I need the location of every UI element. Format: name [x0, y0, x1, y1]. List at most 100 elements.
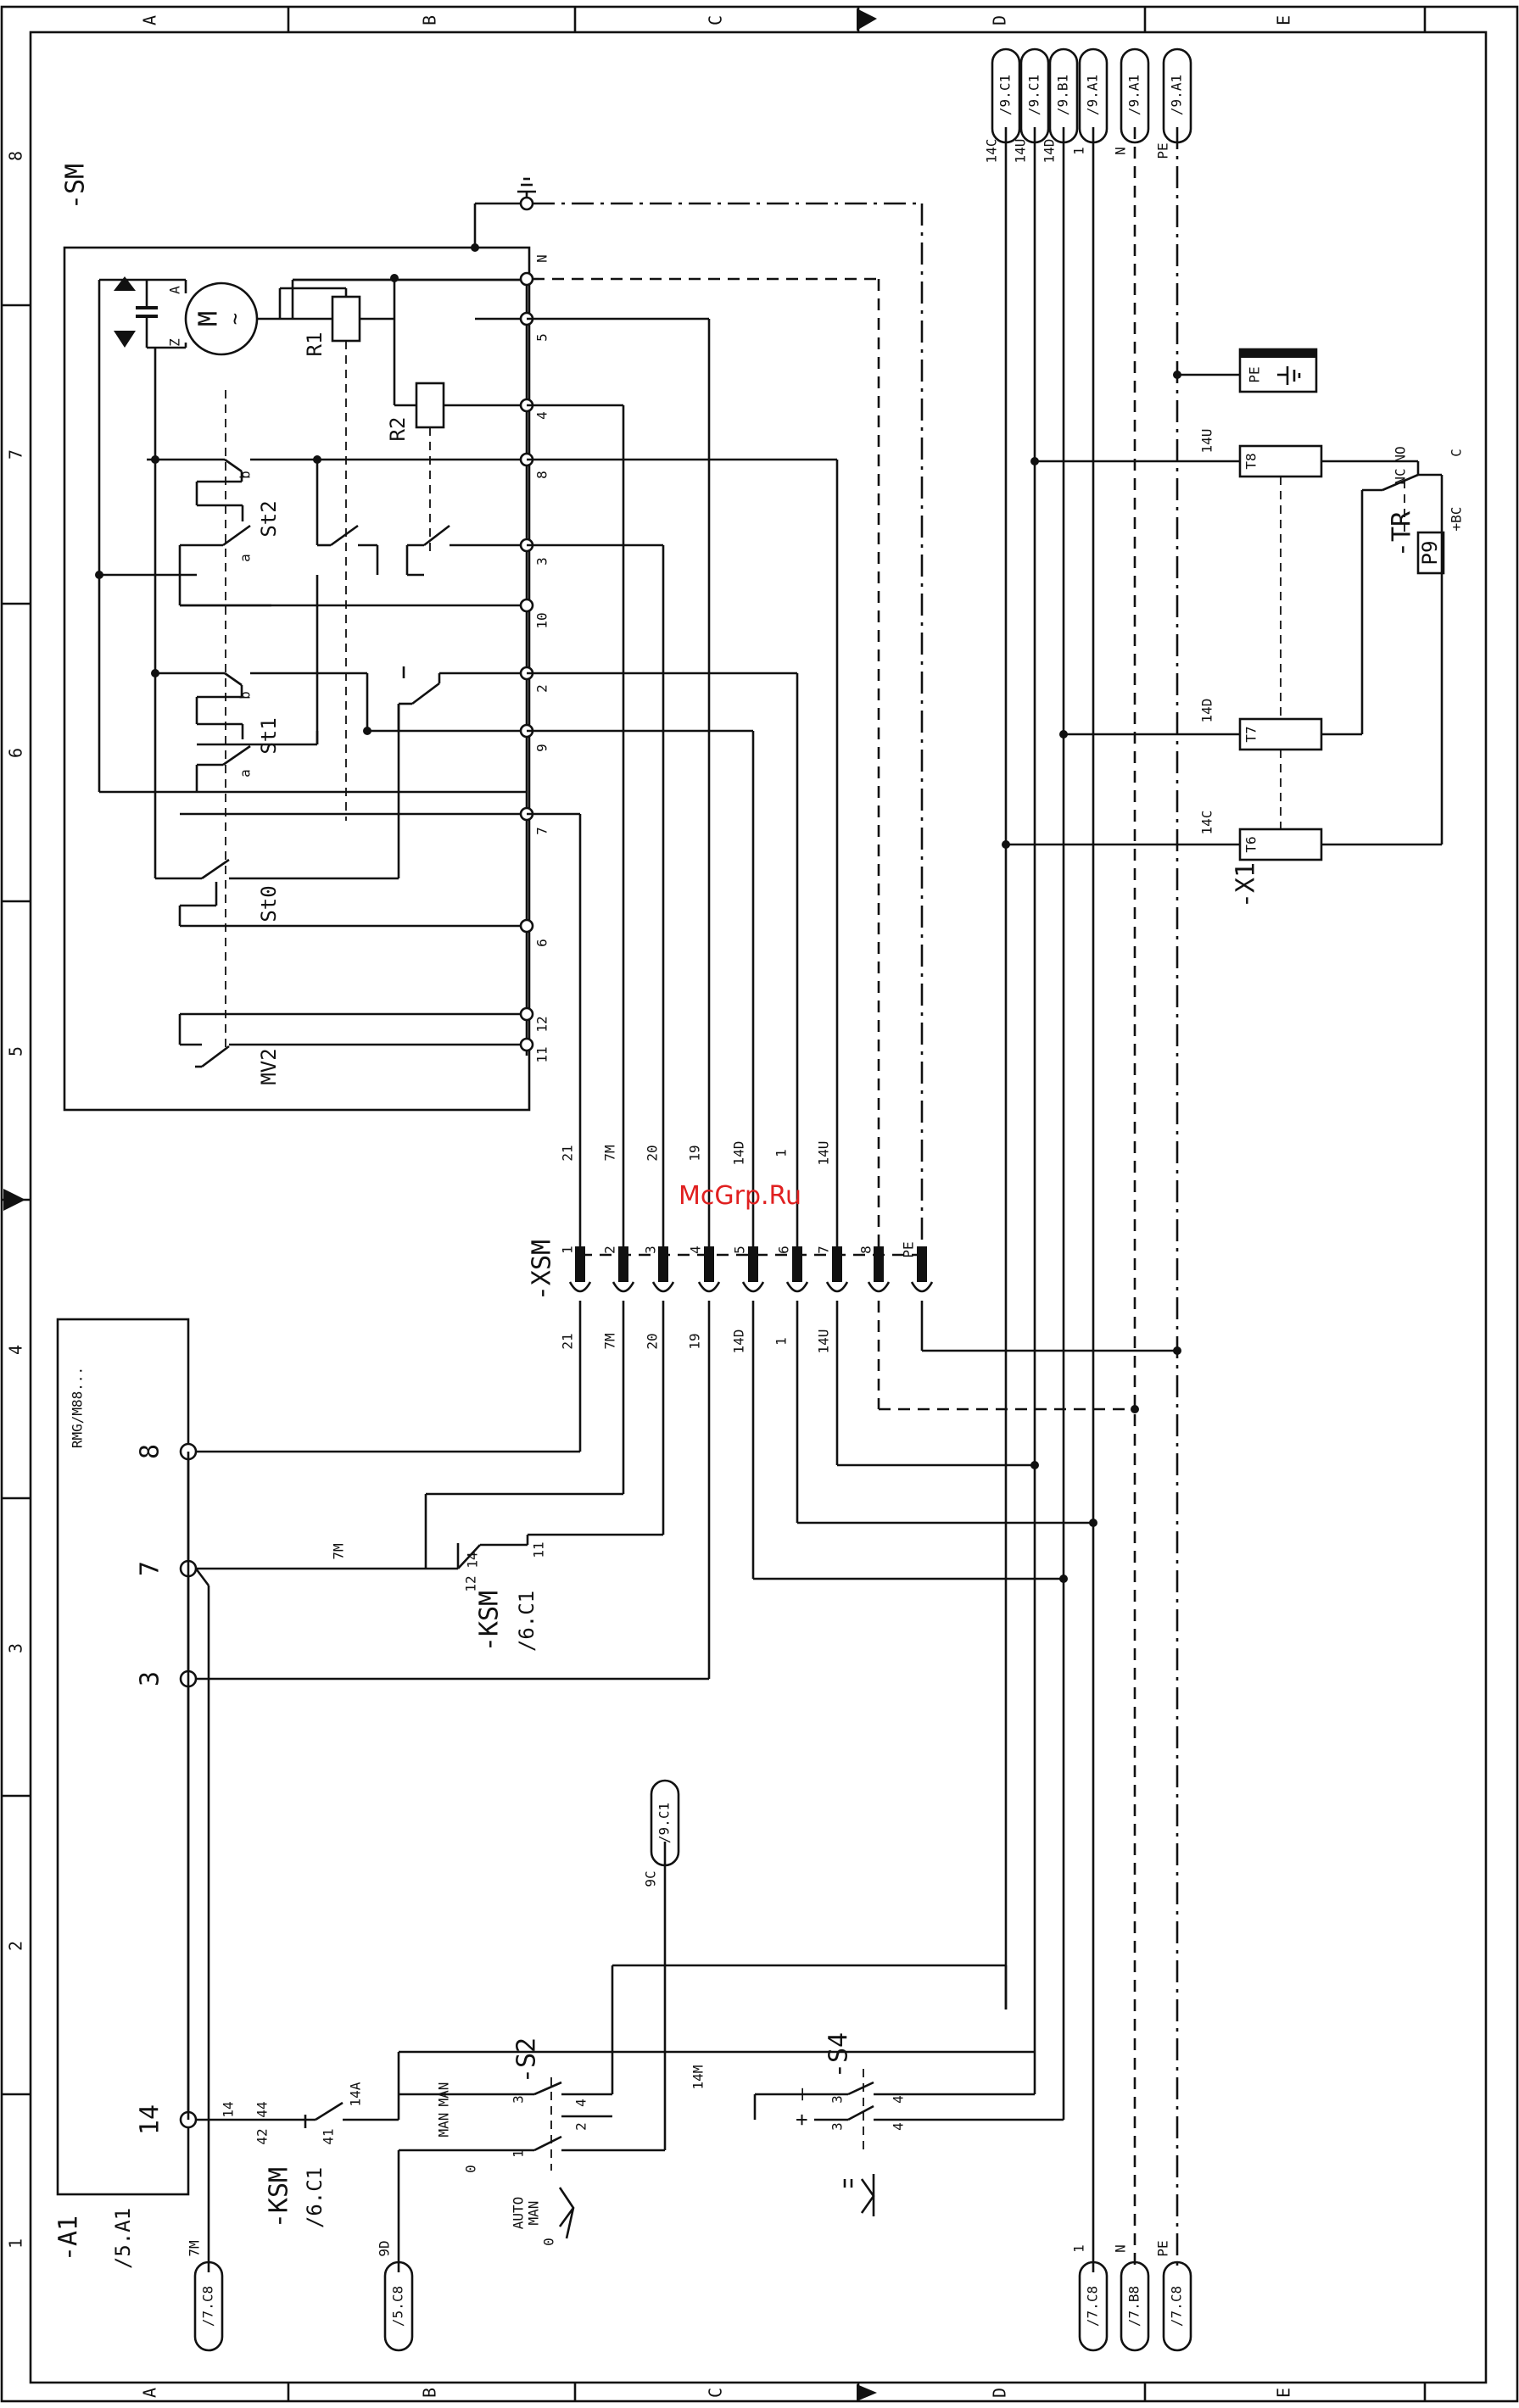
- xsm-pin[interactable]: [568, 1246, 592, 1293]
- motor-terminal-z: Z: [167, 338, 183, 347]
- s4-label: -S4: [824, 2032, 854, 2078]
- reference-tag[interactable]: [383, 2260, 414, 2352]
- s2-mode-label: 0: [541, 2238, 557, 2246]
- wire-label: 7M: [602, 1333, 618, 1349]
- s4-polarity-label: –: [790, 2087, 813, 2100]
- reference-tag[interactable]: [1048, 47, 1079, 144]
- xsm-connector: -XSM 1 2 3 4 5 6 7 8 PE: [528, 1240, 934, 1301]
- reference-tag[interactable]: [650, 1779, 680, 1867]
- bus-lines: [1004, 127, 1179, 2272]
- row-label: 1: [6, 2238, 26, 2249]
- ksm-upper-contact: 7M 12 14 11 -KSM /6.C1: [331, 1541, 547, 1652]
- xsm-pin-label: 4: [688, 1246, 704, 1254]
- xsm-pin[interactable]: [741, 1246, 765, 1293]
- reference-tag[interactable]: [1120, 47, 1150, 144]
- tr-device-code: P9: [1418, 541, 1442, 566]
- reference-tag[interactable]: [1120, 2260, 1150, 2352]
- reference-text: /9.B1: [1055, 75, 1071, 115]
- reference-text: /7.C8: [1169, 2286, 1185, 2327]
- wire-label: 9D: [377, 2240, 393, 2256]
- sm-terminal-label: N: [534, 254, 550, 263]
- reference-tag[interactable]: [1162, 47, 1192, 144]
- switch-contact-b: b: [237, 691, 254, 700]
- ksm-lower-reference: /6.C1: [303, 2167, 327, 2228]
- row-label: 7: [6, 449, 26, 460]
- s4-polarity-label: +: [790, 2114, 813, 2126]
- x1-terminal-label: T6: [1243, 836, 1259, 852]
- reference-tag[interactable]: [1019, 47, 1050, 144]
- wire-label: 14U: [1199, 429, 1215, 454]
- reference-text: /5.C8: [390, 2286, 406, 2327]
- reference-tag[interactable]: [1162, 2260, 1192, 2352]
- relay-r1-label: R1: [303, 332, 327, 357]
- x1-terminal-label: T7: [1243, 726, 1259, 742]
- column-labels-bottom: A B C D E: [140, 2388, 1294, 2398]
- sm-terminal-label: 9: [534, 744, 550, 752]
- xsm-pin[interactable]: [785, 1246, 809, 1293]
- s2-position-label: MAN: [436, 2082, 452, 2107]
- relay-r1-coil: [331, 295, 361, 343]
- sm-terminal[interactable]: [519, 918, 534, 934]
- drawing-frame: [0, 5, 1519, 2403]
- reference-tag[interactable]: [1078, 2260, 1109, 2352]
- reference-text: /9.A1: [1085, 75, 1101, 115]
- xsm-pin[interactable]: [910, 1246, 934, 1293]
- st0-label: St0: [257, 885, 281, 922]
- s2-contact-label: 1: [511, 2149, 527, 2158]
- s2-contact-label: 4: [573, 2099, 589, 2107]
- x1-terminal-block: T8 T7 T6 14U 14D 14C -X1: [1002, 429, 1323, 908]
- wire-label: 14D: [731, 1329, 747, 1354]
- wire-label: 1: [1071, 147, 1087, 155]
- s2-mode-label: MAN: [526, 2201, 542, 2226]
- x1-terminal-label: T8: [1243, 453, 1259, 469]
- ground-symbol-top: [471, 177, 922, 281]
- wire-label: 14U: [1013, 139, 1029, 164]
- wire-label: 14D: [731, 1141, 747, 1166]
- switch-contact-b: b: [237, 471, 254, 479]
- wire-label: 21: [560, 1333, 576, 1349]
- sm-terminal[interactable]: [519, 1037, 534, 1052]
- reference-tag[interactable]: [1078, 47, 1109, 144]
- reference-tag[interactable]: [991, 47, 1021, 144]
- wire-label: 14: [221, 2101, 237, 2117]
- centre-mark-left: [3, 1189, 25, 1211]
- ksm-lower-label: -KSM: [265, 2167, 294, 2228]
- column-label: A: [140, 15, 160, 25]
- reference-text: /9.C1: [656, 1803, 673, 1843]
- wire-label: 14M: [690, 2065, 706, 2090]
- sm-terminal[interactable]: [519, 598, 534, 613]
- wire-label: 1: [1071, 2244, 1087, 2253]
- push-button-actuator-icon: [843, 2174, 875, 2216]
- a1-terminal-label: 7: [136, 1561, 165, 1576]
- reference-tag[interactable]: [193, 2260, 224, 2352]
- xsm-pin[interactable]: [825, 1246, 849, 1293]
- contact-label: 42: [254, 2128, 271, 2144]
- a1-type-label: RMG/M88...: [70, 1367, 86, 1448]
- contact-label: 11: [531, 1541, 547, 1558]
- wire-label: N: [1113, 147, 1129, 155]
- wire-label: 21: [560, 1145, 576, 1161]
- contact-label: 14: [465, 1552, 481, 1568]
- centre-mark-bottom: [857, 2384, 877, 2401]
- s2-contact-label: 2: [573, 2122, 589, 2131]
- reference-text: /7.B8: [1126, 2286, 1142, 2327]
- pe-ground-block: PE: [1173, 348, 1318, 393]
- st2-label: St2: [257, 500, 281, 537]
- column-label: D: [990, 15, 1010, 25]
- xsm-label: -XSM: [528, 1240, 557, 1301]
- contact-label: 41: [321, 2128, 337, 2144]
- column-label: E: [1274, 2388, 1294, 2398]
- xsm-pin[interactable]: [697, 1246, 721, 1293]
- xsm-pin[interactable]: [612, 1246, 635, 1293]
- s2-mode-label: AUTO: [511, 2197, 527, 2230]
- motor-label: M: [194, 311, 224, 326]
- sm-terminal-label: 4: [534, 411, 550, 420]
- sm-terminal[interactable]: [519, 271, 534, 287]
- wire-label: 19: [687, 1333, 703, 1349]
- xsm-pin[interactable]: [867, 1246, 891, 1293]
- sm-terminal-label: 3: [534, 557, 550, 566]
- tr-contact-nc: NC: [1393, 468, 1409, 484]
- sm-terminal[interactable]: [519, 1006, 534, 1022]
- s4-contact-label: 4: [891, 2095, 907, 2104]
- xsm-pin[interactable]: [651, 1246, 675, 1293]
